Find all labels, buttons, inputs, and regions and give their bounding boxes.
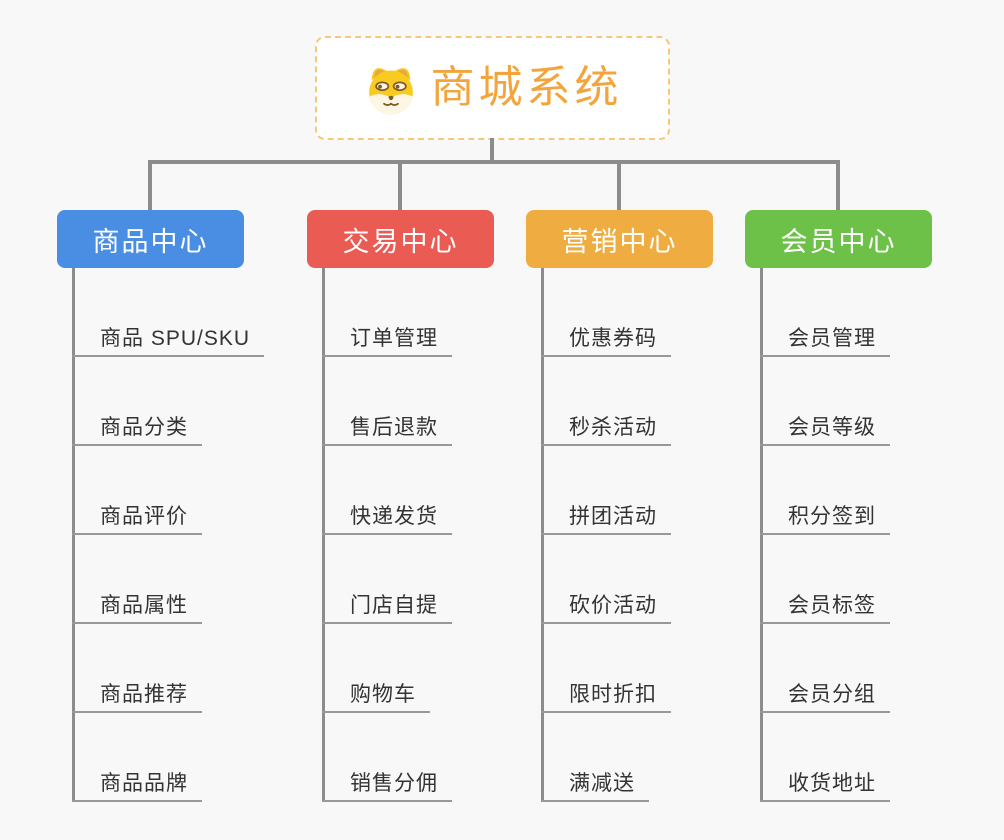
branch-item[interactable]: 商品 SPU/SKU [72, 322, 265, 357]
branch-item[interactable]: 会员标签 [760, 589, 890, 624]
branch-item[interactable]: 售后退款 [322, 411, 452, 446]
branch-item[interactable]: 商品推荐 [72, 678, 202, 713]
branch-item[interactable]: 会员管理 [760, 322, 890, 357]
branch-trunk-line [72, 268, 75, 802]
branch-drop-line [398, 162, 402, 210]
root-connector-line [490, 138, 494, 162]
branch-item[interactable]: 商品分类 [72, 411, 202, 446]
branch-item[interactable]: 商品品牌 [72, 767, 202, 802]
shiba-dog-icon [363, 57, 419, 119]
branch-header[interactable]: 交易中心 [307, 210, 494, 268]
branch-drop-line [617, 162, 621, 210]
branch-item[interactable]: 商品评价 [72, 500, 202, 535]
branch-item[interactable]: 快递发货 [322, 500, 452, 535]
branch-item[interactable]: 门店自提 [322, 589, 452, 624]
branch-1: 商品中心商品 SPU/SKU 商品分类商品评价商品属性商品推荐商品品牌 [57, 210, 287, 810]
branch-drop-line [148, 162, 152, 210]
branch-item[interactable]: 满减送 [541, 767, 649, 802]
branch-drop-line [836, 162, 840, 210]
branch-item[interactable]: 限时折扣 [541, 678, 671, 713]
branch-2: 交易中心订单管理售后退款快递发货门店自提购物车销售分佣 [307, 210, 537, 810]
branch-header[interactable]: 商品中心 [57, 210, 244, 268]
branch-trunk-line [760, 268, 763, 802]
root-node[interactable]: 商城系统 [315, 36, 670, 140]
branch-4: 会员中心会员管理会员等级积分签到会员标签会员分组收货地址 [745, 210, 975, 810]
branch-item[interactable]: 砍价活动 [541, 589, 671, 624]
branch-3: 营销中心优惠券码秒杀活动拼团活动砍价活动限时折扣满减送 [526, 210, 756, 810]
branch-item[interactable]: 积分签到 [760, 500, 890, 535]
branch-header[interactable]: 会员中心 [745, 210, 932, 268]
branch-item[interactable]: 订单管理 [322, 322, 452, 357]
branch-trunk-line [541, 268, 544, 802]
branch-item[interactable]: 会员等级 [760, 411, 890, 446]
branch-item[interactable]: 会员分组 [760, 678, 890, 713]
branch-trunk-line [322, 268, 325, 802]
branch-bus-line [148, 160, 840, 164]
branch-item[interactable]: 优惠券码 [541, 322, 671, 357]
branch-item[interactable]: 秒杀活动 [541, 411, 671, 446]
branch-item[interactable]: 购物车 [322, 678, 430, 713]
branch-item[interactable]: 拼团活动 [541, 500, 671, 535]
branch-item[interactable]: 销售分佣 [322, 767, 452, 802]
branch-header[interactable]: 营销中心 [526, 210, 713, 268]
branch-item[interactable]: 商品属性 [72, 589, 202, 624]
root-title: 商城系统 [430, 63, 623, 112]
branch-item[interactable]: 收货地址 [760, 767, 890, 802]
